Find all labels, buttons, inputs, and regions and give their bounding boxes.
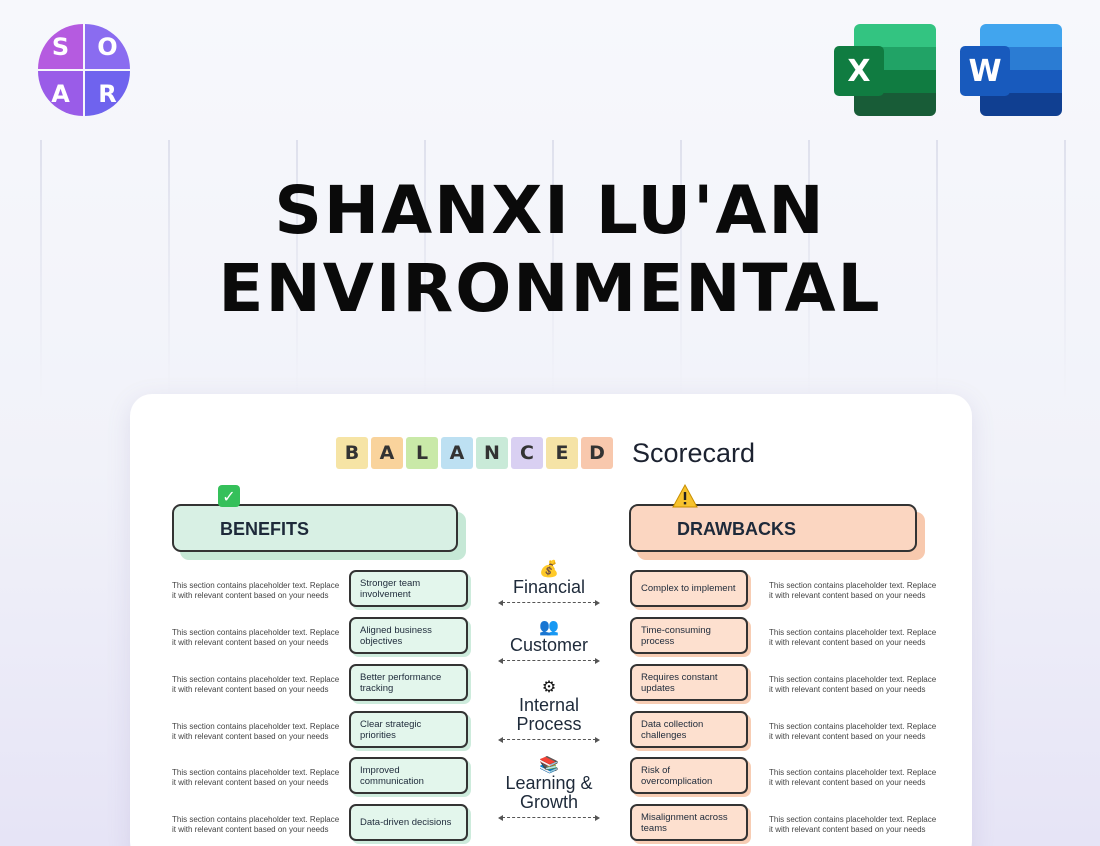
title-tile: A (371, 437, 403, 469)
drawback-description: This section contains placeholder text. … (769, 581, 937, 600)
scorecard-title: B A L A N C E D Scorecard (336, 436, 755, 470)
benefit-description: This section contains placeholder text. … (172, 581, 340, 600)
drawback-description: This section contains placeholder text. … (769, 675, 937, 694)
logo-letter: A (38, 71, 83, 116)
benefit-description: This section contains placeholder text. … (172, 815, 340, 834)
drawback-item: Time-consuming process (630, 617, 748, 654)
benefits-header: BENEFITS (172, 504, 458, 552)
drawback-item: Data collection challenges (630, 711, 748, 748)
title-tile: N (476, 437, 508, 469)
arrow-left-head (498, 737, 503, 743)
arrow-left-head (498, 658, 503, 664)
books-icon: 📚 (539, 755, 559, 774)
drawbacks-label: DRAWBACKS (677, 519, 796, 539)
perspective-4: 📚Learning & Growth (496, 756, 602, 821)
drawback-description: This section contains placeholder text. … (769, 722, 937, 741)
excel-icon: X (834, 24, 936, 116)
word-letter: W (960, 46, 1010, 96)
perspective-3: ⚙Internal Process (496, 678, 602, 743)
title-tile: D (581, 437, 613, 469)
logo-letter: S (38, 24, 83, 69)
gear-icon: ⚙ (541, 677, 557, 696)
drawback-item: Complex to implement (630, 570, 748, 607)
benefit-description: This section contains placeholder text. … (172, 722, 340, 741)
title-line-1: SHANXI LU'AN (274, 172, 826, 249)
page-title: SHANXI LU'AN ENVIRONMENTAL (0, 172, 1100, 328)
benefit-item: Stronger team involvement (349, 570, 468, 607)
drawback-description: This section contains placeholder text. … (769, 815, 937, 834)
drawback-item: Misalignment across teams (630, 804, 748, 841)
arrow-left-head (498, 600, 503, 606)
money-bag-icon: 💰 (539, 559, 559, 578)
perspective-label: Learning & Growth (505, 773, 593, 812)
benefit-description: This section contains placeholder text. … (172, 768, 340, 787)
perspective-label: Internal Process (516, 695, 582, 734)
double-arrow-icon (498, 658, 600, 664)
people-icon: 👥 (539, 617, 559, 636)
double-arrow-icon (498, 737, 600, 743)
benefit-item: Clear strategic priorities (349, 711, 468, 748)
arrow-right-head (595, 658, 600, 664)
title-tile: L (406, 437, 438, 469)
arrow-left-head (498, 815, 503, 821)
perspective-label: Financial (512, 577, 586, 597)
perspective-2: 👥Customer (496, 618, 602, 664)
benefit-item: Better performance tracking (349, 664, 468, 701)
benefit-description: This section contains placeholder text. … (172, 675, 340, 694)
drawbacks-header: DRAWBACKS (629, 504, 917, 552)
benefit-item: Aligned business objectives (349, 617, 468, 654)
benefits-label: BENEFITS (220, 519, 310, 539)
drawback-item: Requires constant updates (630, 664, 748, 701)
drawback-item: Risk of overcomplication (630, 757, 748, 794)
title-word: Scorecard (632, 437, 756, 468)
arrow-right-head (595, 815, 600, 821)
logo-letter: O (85, 24, 130, 69)
drawback-description: This section contains placeholder text. … (769, 768, 937, 787)
scorecard-card: B A L A N C E D Scorecard BENEFITS ✓ DRA… (130, 394, 972, 846)
double-arrow-icon (498, 600, 600, 606)
arrow-right-head (595, 600, 600, 606)
perspective-1: 💰Financial (496, 560, 602, 606)
logo-letter: R (85, 71, 130, 116)
arrow-right-head (595, 737, 600, 743)
benefit-item: Data-driven decisions (349, 804, 468, 841)
title-tile: E (546, 437, 578, 469)
background-stripes (40, 140, 1070, 400)
excel-letter: X (834, 46, 884, 96)
soar-logo: S O A R (38, 24, 130, 116)
title-tile: C (511, 437, 543, 469)
warning-icon (672, 484, 698, 508)
benefit-description: This section contains placeholder text. … (172, 628, 340, 647)
double-arrow-icon (498, 815, 600, 821)
word-icon: W (960, 24, 1062, 116)
drawback-description: This section contains placeholder text. … (769, 628, 937, 647)
title-line-2: ENVIRONMENTAL (218, 250, 882, 327)
benefit-item: Improved communication (349, 757, 468, 794)
perspective-label: Customer (509, 635, 589, 655)
title-tile: B (336, 437, 368, 469)
checkmark-icon: ✓ (218, 485, 240, 507)
title-tile: A (441, 437, 473, 469)
